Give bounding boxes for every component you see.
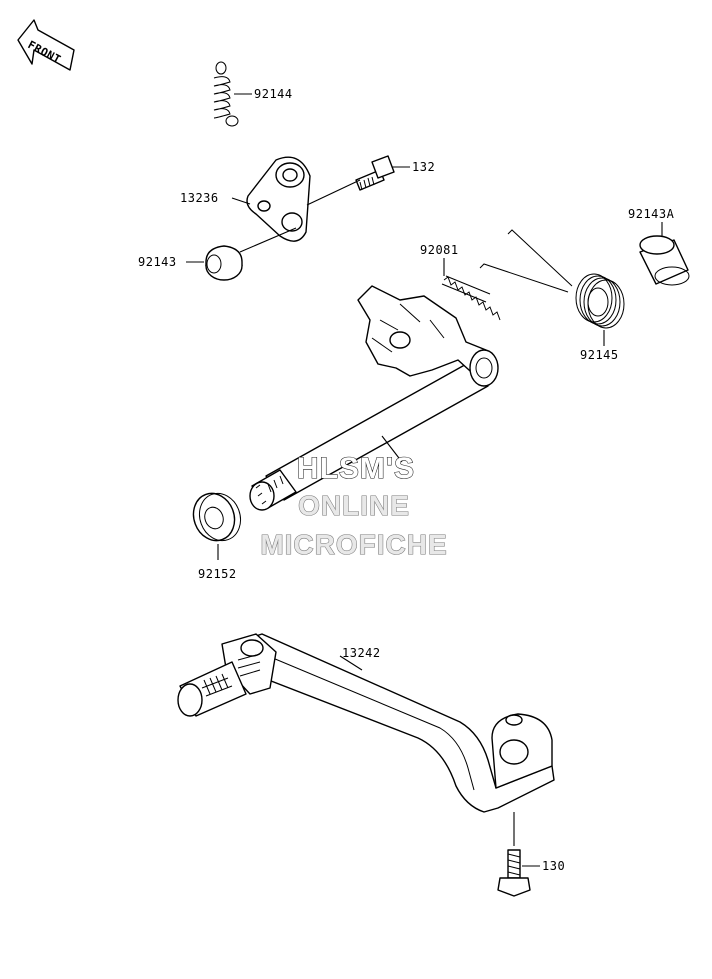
shift-link-13236 bbox=[231, 156, 361, 242]
callout-132: 132 bbox=[412, 160, 435, 174]
bolt-132 bbox=[355, 155, 410, 191]
shift-pedal-13242 bbox=[177, 633, 555, 813]
callout-92143a: 92143A bbox=[628, 207, 675, 221]
oil-seal-92152 bbox=[192, 492, 242, 560]
callout-13236: 13236 bbox=[180, 191, 219, 205]
gear-shift-shaft bbox=[249, 285, 499, 511]
watermark: HLSM'S ONLINE MICROFICHE bbox=[260, 451, 447, 560]
callout-130: 130 bbox=[542, 859, 565, 873]
collar-92143 bbox=[186, 227, 297, 281]
watermark-line-2: ONLINE bbox=[298, 490, 410, 521]
callout-92144: 92144 bbox=[254, 87, 293, 101]
front-arrow-badge: FRONT bbox=[17, 19, 75, 71]
spring-92081 bbox=[441, 258, 501, 321]
bolt-130 bbox=[497, 812, 540, 897]
collar-92143a bbox=[639, 222, 690, 286]
watermark-line-1: HLSM'S bbox=[297, 452, 415, 485]
callout-13242: 13242 bbox=[342, 646, 381, 660]
torsion-spring-92145 bbox=[479, 229, 625, 346]
callout-92143: 92143 bbox=[138, 255, 177, 269]
return-spring-92144 bbox=[213, 61, 252, 127]
callout-92081: 92081 bbox=[420, 243, 459, 257]
callout-92145: 92145 bbox=[580, 348, 619, 362]
watermark-line-3: MICROFICHE bbox=[260, 529, 447, 560]
callout-92152: 92152 bbox=[198, 567, 237, 581]
